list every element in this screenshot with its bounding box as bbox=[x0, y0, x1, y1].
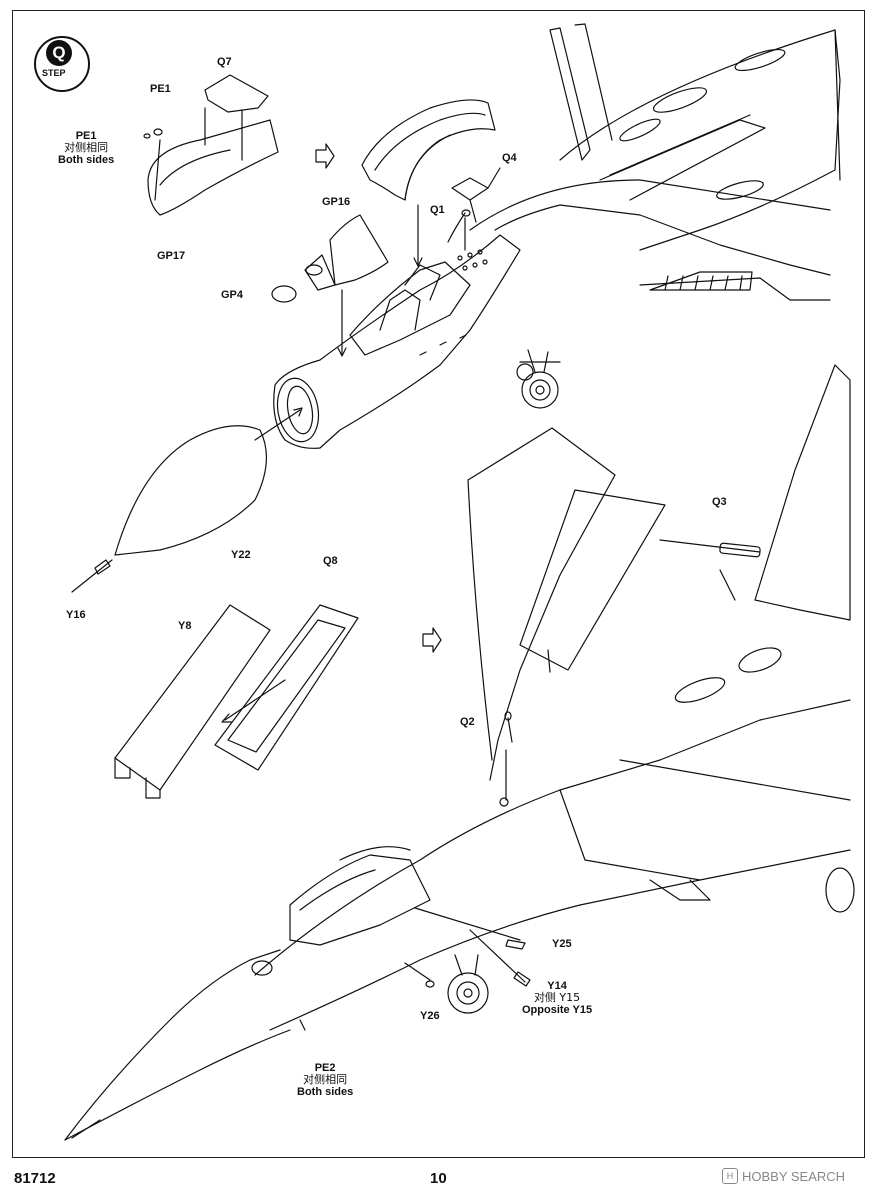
q1-part-drawing bbox=[447, 209, 471, 251]
step-badge: Q STEP bbox=[34, 36, 90, 92]
part-label-y16: Y16 bbox=[66, 609, 86, 621]
product-code: 81712 bbox=[14, 1170, 56, 1187]
step-arrow-upper bbox=[315, 143, 335, 169]
watermark-logo-icon: H bbox=[722, 1168, 738, 1184]
pe1-label: PE1 bbox=[75, 130, 97, 142]
part-label-gp17: GP17 bbox=[157, 250, 186, 262]
y15-opposite-cn: 对侧 Y15 bbox=[533, 991, 581, 1004]
part-label-q4: Q4 bbox=[502, 152, 517, 164]
part-label-q8: Q8 bbox=[323, 555, 338, 567]
pe2-both-sides-en: Both sides bbox=[297, 1086, 354, 1098]
pe1-both-sides-cn: 对侧相同 bbox=[64, 141, 109, 154]
part-label-q7: Q7 bbox=[217, 56, 232, 68]
part-label-y14: Y14 对侧 Y15 Opposite Y15 bbox=[522, 980, 592, 1016]
gp4-part-drawing bbox=[271, 285, 297, 303]
part-label-q2: Q2 bbox=[460, 716, 475, 728]
y16-probe-drawing bbox=[71, 559, 113, 593]
part-label-gp4: GP4 bbox=[221, 289, 244, 301]
part-label-pe1-top: PE1 bbox=[150, 83, 171, 95]
y15-opposite-en: Opposite Y15 bbox=[522, 1004, 593, 1016]
lower-nose-drawing bbox=[64, 846, 531, 1141]
y8-panel-drawing bbox=[114, 604, 271, 799]
pe1-both-sides-en: Both sides bbox=[58, 154, 115, 166]
part-label-pe1-side: PE1 对侧相同 Both sides bbox=[58, 130, 114, 166]
part-label-gp16: GP16 bbox=[322, 196, 351, 208]
step-number: Q bbox=[46, 40, 72, 66]
page-frame bbox=[12, 10, 865, 1158]
part-label-pe2: PE2 对侧相同 Both sides bbox=[297, 1062, 353, 1098]
step-arrow-lower bbox=[422, 627, 442, 653]
y22-radome-drawing bbox=[114, 407, 303, 556]
part-label-y22: Y22 bbox=[231, 549, 251, 561]
watermark: H HOBBY SEARCH bbox=[722, 1168, 845, 1184]
part-label-q1: Q1 bbox=[430, 204, 445, 216]
part-label-y8: Y8 bbox=[178, 620, 192, 632]
part-label-y25: Y25 bbox=[552, 938, 572, 950]
forward-fuselage-drawing bbox=[273, 234, 521, 449]
pe2-label: PE2 bbox=[314, 1062, 336, 1074]
q8-bay-drawing bbox=[214, 604, 359, 771]
y14-label: Y14 bbox=[547, 980, 567, 992]
page-number: 10 bbox=[430, 1170, 447, 1187]
part-label-q3: Q3 bbox=[712, 496, 727, 508]
canopy-drawing bbox=[361, 99, 496, 267]
gp17-assembly-drawing bbox=[143, 74, 279, 216]
pe2-both-sides-cn: 对侧相同 bbox=[303, 1073, 348, 1086]
part-label-y26: Y26 bbox=[420, 1010, 440, 1022]
upper-aircraft-drawing bbox=[469, 23, 841, 409]
watermark-text: HOBBY SEARCH bbox=[742, 1168, 846, 1184]
step-word: STEP bbox=[42, 68, 66, 78]
gp16-part-drawing bbox=[304, 214, 389, 357]
lower-aircraft-drawing bbox=[254, 364, 855, 1031]
q4-part-drawing bbox=[451, 167, 501, 223]
